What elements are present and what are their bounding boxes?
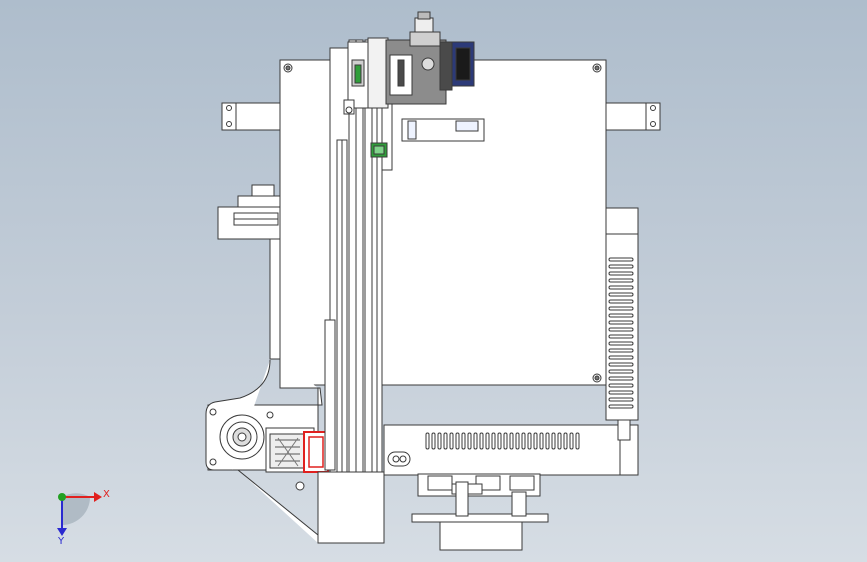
heatsink-fin	[608, 376, 634, 381]
vent-slot	[443, 432, 448, 450]
vent-slot	[473, 432, 478, 450]
heatsink-fin	[608, 313, 634, 318]
drive-motor	[265, 427, 315, 473]
left-mounting-ear	[221, 102, 281, 131]
vent-slot	[485, 432, 490, 450]
vent-slot	[515, 432, 520, 450]
vent-slot	[491, 432, 496, 450]
vent-slot	[467, 432, 472, 450]
heatsink-fin	[608, 327, 634, 332]
vent-slot	[497, 432, 502, 450]
top-actuator	[343, 11, 475, 115]
origin-icon	[58, 493, 66, 501]
heatsink-fins	[608, 257, 634, 409]
vent-slot	[461, 432, 466, 450]
vent-slot	[527, 432, 532, 450]
vent-slot	[545, 432, 550, 450]
vent-slot	[425, 432, 430, 450]
vent-slot	[437, 432, 442, 450]
heatsink-fin	[608, 264, 634, 269]
heatsink-fin	[608, 390, 634, 395]
left-rail-bracket	[217, 184, 281, 360]
heatsink-fin	[608, 257, 634, 262]
heatsink-fin	[608, 306, 634, 311]
y-axis-arrow-icon	[57, 528, 67, 536]
heatsink-fin	[608, 348, 634, 353]
vent-slot	[575, 432, 580, 450]
vent-slot	[569, 432, 574, 450]
vent-slot	[503, 432, 508, 450]
x-axis-label: X	[103, 489, 110, 500]
vent-slot	[563, 432, 568, 450]
heatsink-fin	[608, 355, 634, 360]
heatsink-fin	[608, 362, 634, 367]
heatsink-fin	[608, 397, 634, 402]
vent-slot	[509, 432, 514, 450]
x-axis-arrow-icon	[94, 492, 102, 502]
vent-slot	[551, 432, 556, 450]
heatsink-fin	[608, 320, 634, 325]
heatsink-fin	[608, 341, 634, 346]
heatsink-fin	[608, 285, 634, 290]
heatsink-fin	[608, 292, 634, 297]
vent-slot	[539, 432, 544, 450]
heatsink-fin	[608, 334, 634, 339]
heatsink-fin	[608, 278, 634, 283]
stop-block	[401, 118, 485, 142]
rail-sensor	[370, 142, 388, 158]
coordinate-triad: X Y	[57, 489, 110, 547]
heatsink-fin	[608, 404, 634, 409]
heatsink-fin	[608, 299, 634, 304]
vented-housing	[383, 424, 639, 476]
red-clamp	[303, 431, 329, 473]
vent-slot	[479, 432, 484, 450]
vent-slot	[557, 432, 562, 450]
heatsink-fin	[608, 369, 634, 374]
right-mounting-ear	[605, 102, 661, 131]
y-axis-label: Y	[57, 536, 65, 547]
vent-slot	[521, 432, 526, 450]
bottom-connectors	[411, 473, 549, 551]
heatsink-fin	[608, 383, 634, 388]
oval-slot	[387, 451, 411, 467]
vent-slot	[449, 432, 454, 450]
vent-slot	[533, 432, 538, 450]
vent-slots	[425, 432, 580, 450]
vent-slot	[455, 432, 460, 450]
vent-slot	[431, 432, 436, 450]
heatsink-fin	[608, 271, 634, 276]
